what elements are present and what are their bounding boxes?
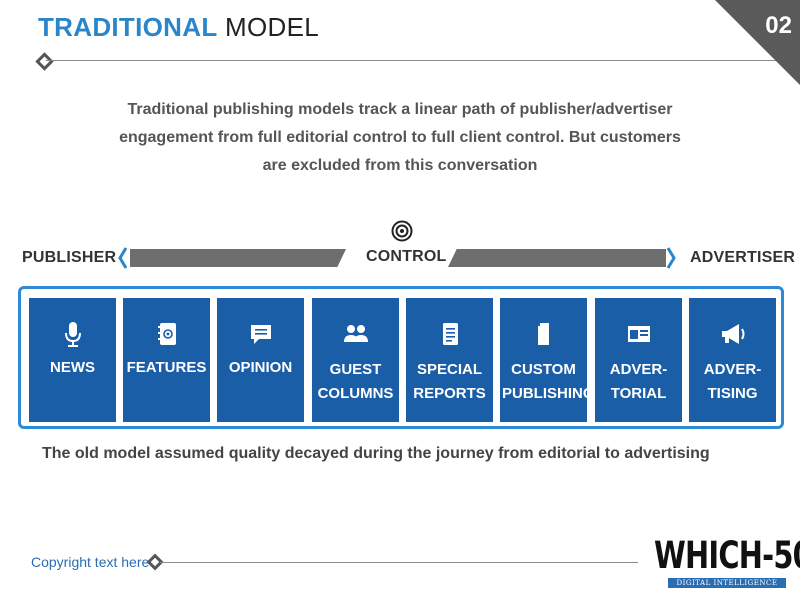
- control-bar-right: [448, 249, 666, 267]
- tile-label: FEATURES: [126, 359, 207, 376]
- tile-news: NEWS: [29, 298, 116, 422]
- page-number: 02: [765, 12, 792, 39]
- tile-label: OPINION: [228, 359, 293, 376]
- tile-label: ADVER- TORIAL: [609, 361, 668, 402]
- tile-custom-publishing: CUSTOM PUBLISHING: [500, 298, 595, 422]
- notebook-icon: [157, 323, 176, 345]
- intro-line: are excluded from this conversation: [262, 157, 538, 174]
- tile-special-reports: SPECIAL REPORTS: [406, 298, 493, 422]
- logo: WHICH-50 DIGITAL INTELLIGENCE: [654, 534, 800, 590]
- speech-bubble-icon: [250, 325, 271, 344]
- tile-advertorial: ADVER- TORIAL: [595, 298, 682, 422]
- chevron-right-icon: [666, 247, 676, 269]
- megaphone-icon: [721, 324, 744, 344]
- publisher-label: PUBLISHER: [22, 249, 117, 266]
- page-title: TRADITIONAL MODEL: [38, 12, 319, 43]
- tile-guest-columns: GUEST COLUMNS: [312, 298, 399, 422]
- tile-label: CUSTOM PUBLISHING: [502, 361, 595, 402]
- tile-advertising: ADVER- TISING: [689, 298, 776, 422]
- intro-line: Traditional publishing models track a li…: [127, 101, 673, 118]
- tile-opinion: OPINION: [217, 298, 304, 422]
- tile-label: ADVER- TISING: [703, 361, 762, 402]
- tile-label: SPECIAL REPORTS: [413, 361, 486, 402]
- tile-label: NEWS: [50, 359, 95, 376]
- copyright-text: Copyright text here: [31, 554, 150, 570]
- intro-text: Traditional publishing models track a li…: [100, 96, 700, 180]
- tile-features: FEATURES: [123, 298, 210, 422]
- people-icon: [343, 325, 368, 342]
- intro-line: engagement from full editorial control t…: [119, 129, 681, 146]
- title-rest: MODEL: [217, 12, 319, 42]
- footer-divider: [160, 562, 638, 563]
- title-accent: TRADITIONAL: [38, 12, 218, 42]
- tile-label: GUEST COLUMNS: [317, 361, 394, 402]
- chevron-left-icon: [118, 247, 128, 269]
- footnote: The old model assumed quality decayed du…: [42, 445, 710, 462]
- phone-icon: [537, 323, 549, 345]
- category-frame: NEWS FEATURES OPINION: [18, 286, 784, 429]
- diamond-icon: [35, 52, 54, 71]
- advertiser-label: ADVERTISER: [690, 249, 796, 266]
- header-divider: [46, 60, 776, 61]
- microphone-icon: [64, 322, 81, 347]
- logo-tagline: DIGITAL INTELLIGENCE: [668, 578, 786, 588]
- logo-wordmark: WHICH-50: [654, 534, 800, 577]
- control-label: CONTROL: [366, 248, 447, 265]
- target-icon: [391, 220, 413, 242]
- control-bar-left: [130, 249, 346, 267]
- document-icon: [442, 323, 458, 345]
- browser-window-icon: [627, 326, 650, 342]
- page-corner: [715, 0, 800, 85]
